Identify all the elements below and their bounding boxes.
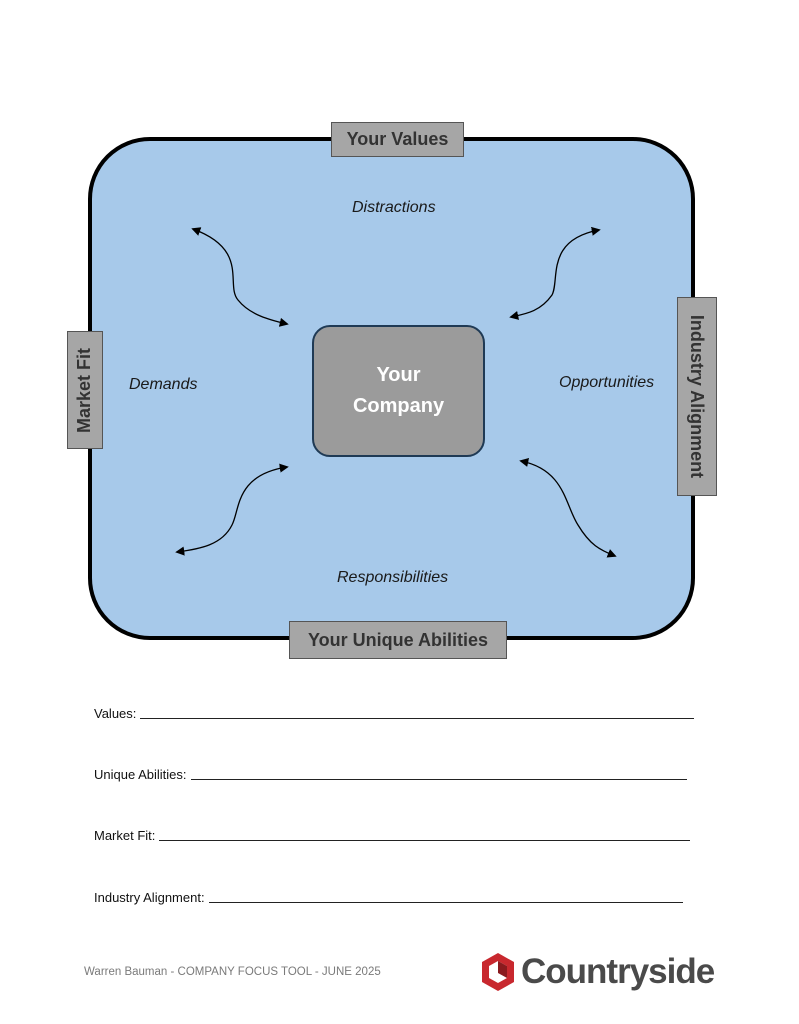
values-field-line[interactable]: [140, 717, 695, 719]
industry-alignment-field-line[interactable]: [208, 901, 683, 903]
values-field[interactable]: Values:: [94, 706, 695, 721]
values-field-label: Values:: [94, 706, 137, 721]
unique-abilities-tag: Your Unique Abilities: [289, 621, 507, 659]
footer-credit: Warren Bauman - COMPANY FOCUS TOOL - JUN…: [84, 966, 381, 978]
demands-label: Demands: [129, 376, 198, 393]
values-tag-label: Your Values: [346, 129, 449, 149]
market-fit-field[interactable]: Market Fit:: [94, 828, 691, 843]
market-fit-tag-label: Market Fit: [74, 347, 95, 433]
unique-abilities-field-line[interactable]: [190, 778, 687, 780]
industry-alignment-tag: Industry Alignment: [677, 297, 717, 496]
logo-text: Countryside: [521, 952, 715, 991]
responsibilities-label: Responsibilities: [337, 569, 449, 586]
industry-alignment-field-label: Industry Alignment:: [94, 890, 205, 905]
company-line-1: Your: [376, 364, 421, 386]
hexagon-logo-icon: [482, 953, 514, 991]
unique-abilities-field-label: Unique Abilities:: [94, 767, 187, 782]
countryside-logo: Countryside: [481, 952, 715, 992]
company-line-2: Company: [352, 395, 445, 417]
industry-alignment-field[interactable]: Industry Alignment:: [94, 890, 683, 905]
company-box: Your Company: [312, 325, 485, 457]
opportunities-label: Opportunities: [559, 374, 655, 391]
unique-abilities-tag-label: Your Unique Abilities: [307, 629, 488, 650]
distractions-label: Distractions: [352, 199, 436, 216]
market-fit-field-line[interactable]: [159, 839, 691, 841]
market-fit-field-label: Market Fit:: [94, 828, 156, 843]
market-fit-tag: Market Fit: [67, 331, 103, 449]
values-tag: Your Values: [331, 122, 464, 157]
industry-alignment-tag-label: Industry Alignment: [687, 314, 708, 479]
unique-abilities-field[interactable]: Unique Abilities:: [94, 767, 687, 782]
